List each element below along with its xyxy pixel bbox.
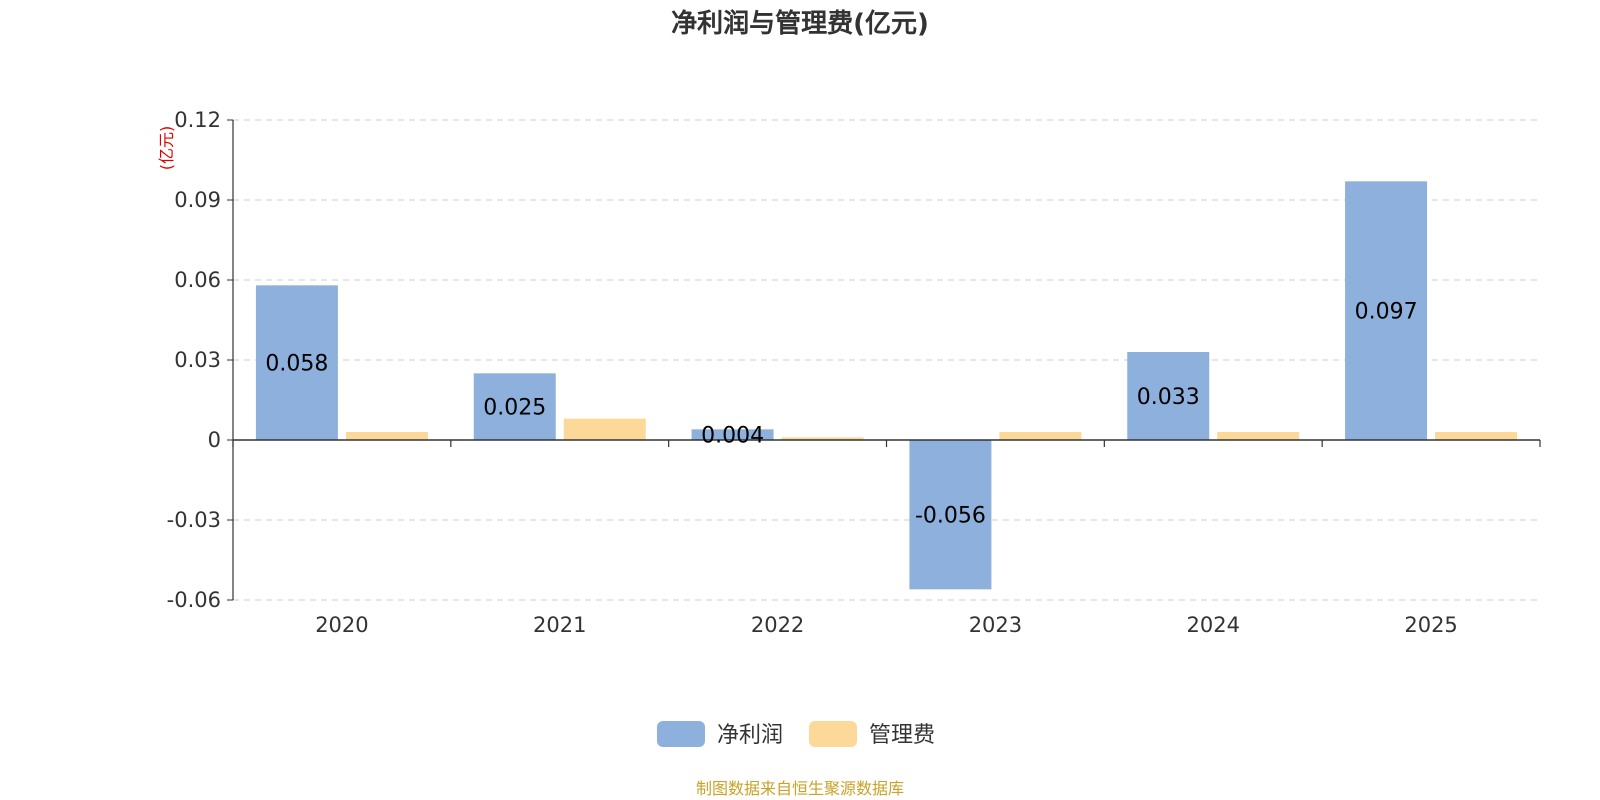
chart-title: 净利润与管理费(亿元): [671, 8, 929, 39]
y-tick-label: -0.06: [167, 588, 221, 612]
bar-2025-0[interactable]: [1345, 181, 1428, 441]
bar-2020-0[interactable]: [255, 285, 338, 440]
x-tick-label: 2024: [1187, 613, 1240, 637]
data-label: -0.056: [915, 504, 986, 529]
legend-swatch[interactable]: [809, 721, 857, 747]
bar-2022-0[interactable]: [691, 429, 774, 440]
axes: -0.06 -0.03 0 0.03 0.06 0.09 0.12 2020 2021 2022 2…: [167, 108, 1541, 637]
bar-2023-1[interactable]: [999, 432, 1082, 440]
legend-label[interactable]: 管理费: [869, 723, 935, 748]
bar-2024-1[interactable]: [1217, 432, 1300, 440]
legend[interactable]: 净利润 管理费: [657, 721, 935, 748]
bar-2022-1[interactable]: [781, 437, 864, 440]
y-tick-label: 0: [208, 428, 221, 452]
bar-2025-1[interactable]: [1435, 432, 1518, 440]
legend-label[interactable]: 净利润: [717, 723, 783, 748]
data-label: 0.097: [1355, 300, 1418, 325]
data-label: 0.025: [483, 396, 546, 421]
x-tick-label: 2021: [533, 613, 586, 637]
bar-2024-0[interactable]: [1127, 352, 1210, 440]
x-tick-label: 2023: [969, 613, 1022, 637]
y-tick-label: 0.09: [174, 188, 221, 212]
data-label: 0.058: [265, 352, 328, 377]
x-tick-label: 2025: [1404, 613, 1457, 637]
data-label: 0.004: [701, 424, 764, 449]
bar-2020-1[interactable]: [345, 432, 428, 440]
grid-lines: [233, 119, 1540, 601]
y-axis-unit-label: (亿元): [157, 126, 176, 171]
source-note: 制图数据来自恒生聚源数据库: [696, 779, 904, 798]
bar-2023-0[interactable]: [909, 440, 992, 590]
y-tick-label: -0.03: [167, 508, 221, 532]
x-tick-label: 2020: [315, 613, 368, 637]
y-tick-label: 0.03: [174, 348, 221, 372]
bar-series: [255, 181, 1518, 590]
legend-swatch[interactable]: [657, 721, 705, 747]
bar-2021-0[interactable]: [473, 373, 556, 440]
y-tick-label: 0.12: [174, 108, 221, 132]
bar-2021-1[interactable]: [563, 418, 646, 440]
x-tick-label: 2022: [751, 613, 804, 637]
y-tick-label: 0.06: [174, 268, 221, 292]
data-label: 0.033: [1137, 385, 1200, 410]
data-labels: 0.058 0.025 0.004 -0.056 0.033 0.097: [265, 300, 1417, 529]
